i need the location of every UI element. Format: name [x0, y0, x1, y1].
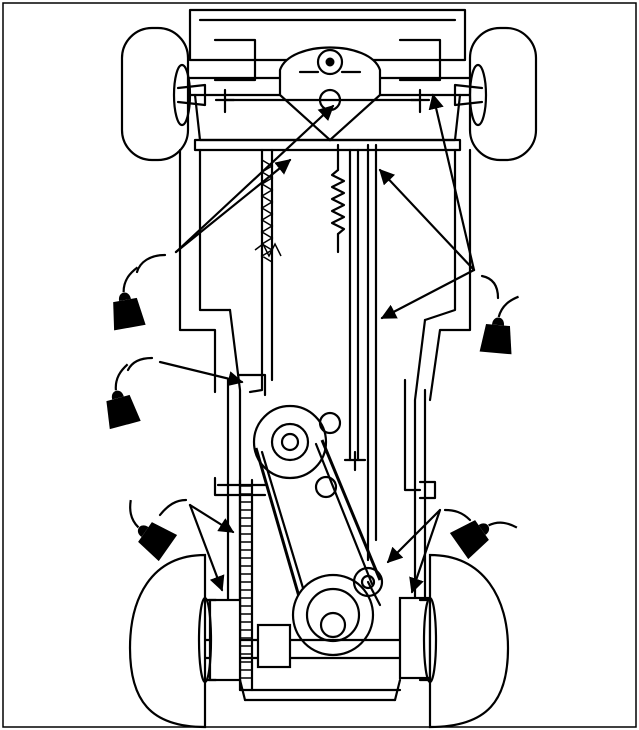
oil-can-icon — [110, 498, 180, 563]
left-control-rod — [236, 148, 282, 397]
front-left-wheel — [120, 26, 207, 162]
chassis-frame — [178, 148, 472, 642]
oil-can-upper-left-spout — [135, 253, 167, 274]
oil-can-icon — [448, 498, 518, 562]
tie-rod-ends — [214, 88, 431, 114]
rear-right-wheel — [418, 553, 510, 729]
drive-belt-system — [252, 404, 384, 657]
right-control-rods — [343, 143, 378, 562]
front-right-wheel — [453, 26, 538, 162]
leader-arrows — [158, 93, 476, 594]
oil-can-upper-right-spout — [480, 274, 500, 300]
oil-can-icon — [93, 363, 144, 431]
oil-can-upper-right — [478, 292, 520, 356]
oil-can-lower-right-spout — [443, 508, 472, 522]
oil-can-lower-right — [448, 498, 518, 562]
steering-plate — [278, 46, 382, 142]
oil-can-upper-left — [102, 266, 149, 332]
center-spring-rod — [330, 143, 346, 254]
oil-can-icon — [102, 266, 149, 332]
oil-can-middle-left — [93, 363, 144, 431]
oil-can-middle-left-spout — [126, 356, 154, 372]
oil-can-lower-left — [110, 498, 180, 563]
rear-left-wheel — [128, 553, 218, 729]
oil-can-icon — [478, 292, 520, 356]
oil-can-lower-left-spout — [158, 498, 188, 517]
